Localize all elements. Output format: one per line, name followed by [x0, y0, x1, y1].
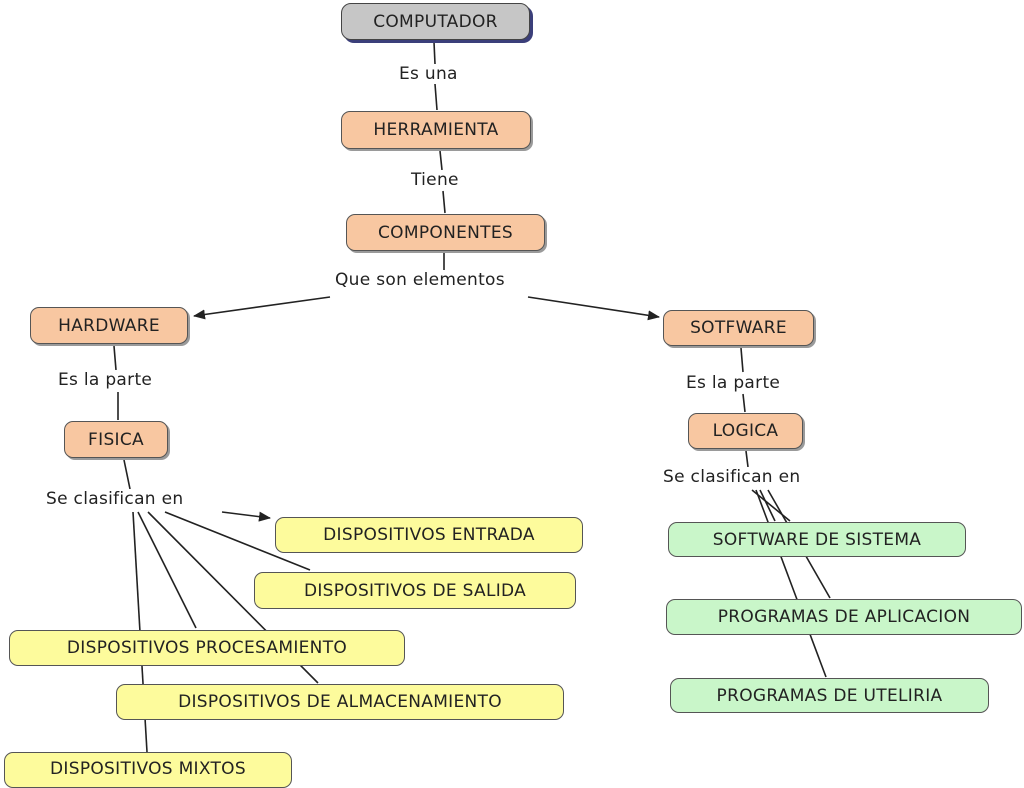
node-hardware-label: HARDWARE [58, 315, 160, 336]
line-to-uteliria [755, 489, 827, 678]
node-programas-uteliria-label: PROGRAMAS DE UTELIRIA [716, 685, 943, 706]
node-dispositivos-almacenamiento[interactable]: DISPOSITIVOS DE ALMACENAMIENTO [116, 684, 564, 720]
node-dispositivos-procesamiento[interactable]: DISPOSITIVOS PROCESAMIENTO [9, 630, 405, 666]
node-programas-uteliria[interactable]: PROGRAMAS DE UTELIRIA [670, 678, 989, 713]
arrow-to-sotfware [527, 296, 660, 321]
node-dispositivos-entrada-label: DISPOSITIVOS ENTRADA [323, 525, 535, 545]
node-dispositivos-procesamiento-label: DISPOSITIVOS PROCESAMIENTO [66, 638, 348, 658]
node-computador[interactable]: COMPUTADOR [341, 3, 530, 40]
line-to-salida [164, 511, 311, 571]
link-es-una: Es una [397, 64, 460, 84]
line-parte-logica [742, 393, 746, 413]
node-programas-aplicacion[interactable]: PROGRAMAS DE APLICACION [666, 599, 1022, 635]
node-logica-label: LOGICA [712, 421, 779, 441]
node-fisica[interactable]: FISICA [64, 421, 168, 458]
line-hardware-parte [113, 345, 117, 371]
link-que-son-elementos: Que son elementos [333, 270, 507, 290]
arrow-to-entrada [221, 511, 271, 522]
line-esuna-herramienta [434, 83, 438, 111]
line-logica-clasifican [745, 450, 749, 468]
node-herramienta[interactable]: HERRAMIENTA [341, 111, 531, 149]
link-sw-es-la-parte: Es la parte [684, 373, 783, 393]
node-sotfware[interactable]: SOTFWARE [663, 310, 814, 346]
node-herramienta-label: HERRAMIENTA [373, 120, 499, 140]
node-dispositivos-almacenamiento-label: DISPOSITIVOS DE ALMACENAMIENTO [178, 692, 502, 712]
link-tiene: Tiene [409, 170, 461, 190]
link-hw-se-clasifican: Se clasifican en [44, 489, 186, 509]
node-dispositivos-salida[interactable]: DISPOSITIVOS DE SALIDA [254, 572, 576, 609]
line-tiene-componentes [442, 190, 446, 214]
node-software-sistema-label: SOFTWARE DE SISTEMA [712, 529, 922, 550]
node-hardware[interactable]: HARDWARE [30, 307, 188, 344]
concept-map: COMPUTADOR HERRAMIENTA COMPONENTES HARDW… [4, 3, 1022, 788]
node-sotfware-label: SOTFWARE [690, 318, 787, 338]
node-programas-aplicacion-label: PROGRAMAS DE APLICACION [717, 607, 971, 627]
line-to-procesamiento [137, 511, 197, 629]
line-sotfware-parte [740, 347, 744, 373]
node-dispositivos-mixtos[interactable]: DISPOSITIVOS MIXTOS [4, 752, 292, 788]
node-componentes-label: COMPONENTES [378, 222, 513, 243]
node-dispositivos-salida-label: DISPOSITIVOS DE SALIDA [303, 580, 527, 601]
node-computador-label: COMPUTADOR [373, 11, 498, 32]
link-hw-es-la-parte: Es la parte [56, 370, 155, 390]
node-componentes[interactable]: COMPONENTES [346, 214, 545, 251]
node-fisica-label: FISICA [88, 429, 144, 450]
line-computador-esuna [433, 41, 436, 65]
arrow-to-hardware [193, 296, 331, 320]
line-to-sistema-b [759, 489, 776, 522]
node-dispositivos-mixtos-label: DISPOSITIVOS MIXTOS [50, 759, 246, 779]
line-herramienta-tiene [439, 150, 443, 171]
node-logica[interactable]: LOGICA [688, 413, 803, 449]
node-software-sistema[interactable]: SOFTWARE DE SISTEMA [668, 522, 966, 557]
line-fisica-clasifican [123, 459, 131, 490]
node-dispositivos-entrada[interactable]: DISPOSITIVOS ENTRADA [275, 517, 583, 553]
link-sw-se-clasifican: Se clasifican en [661, 467, 803, 487]
